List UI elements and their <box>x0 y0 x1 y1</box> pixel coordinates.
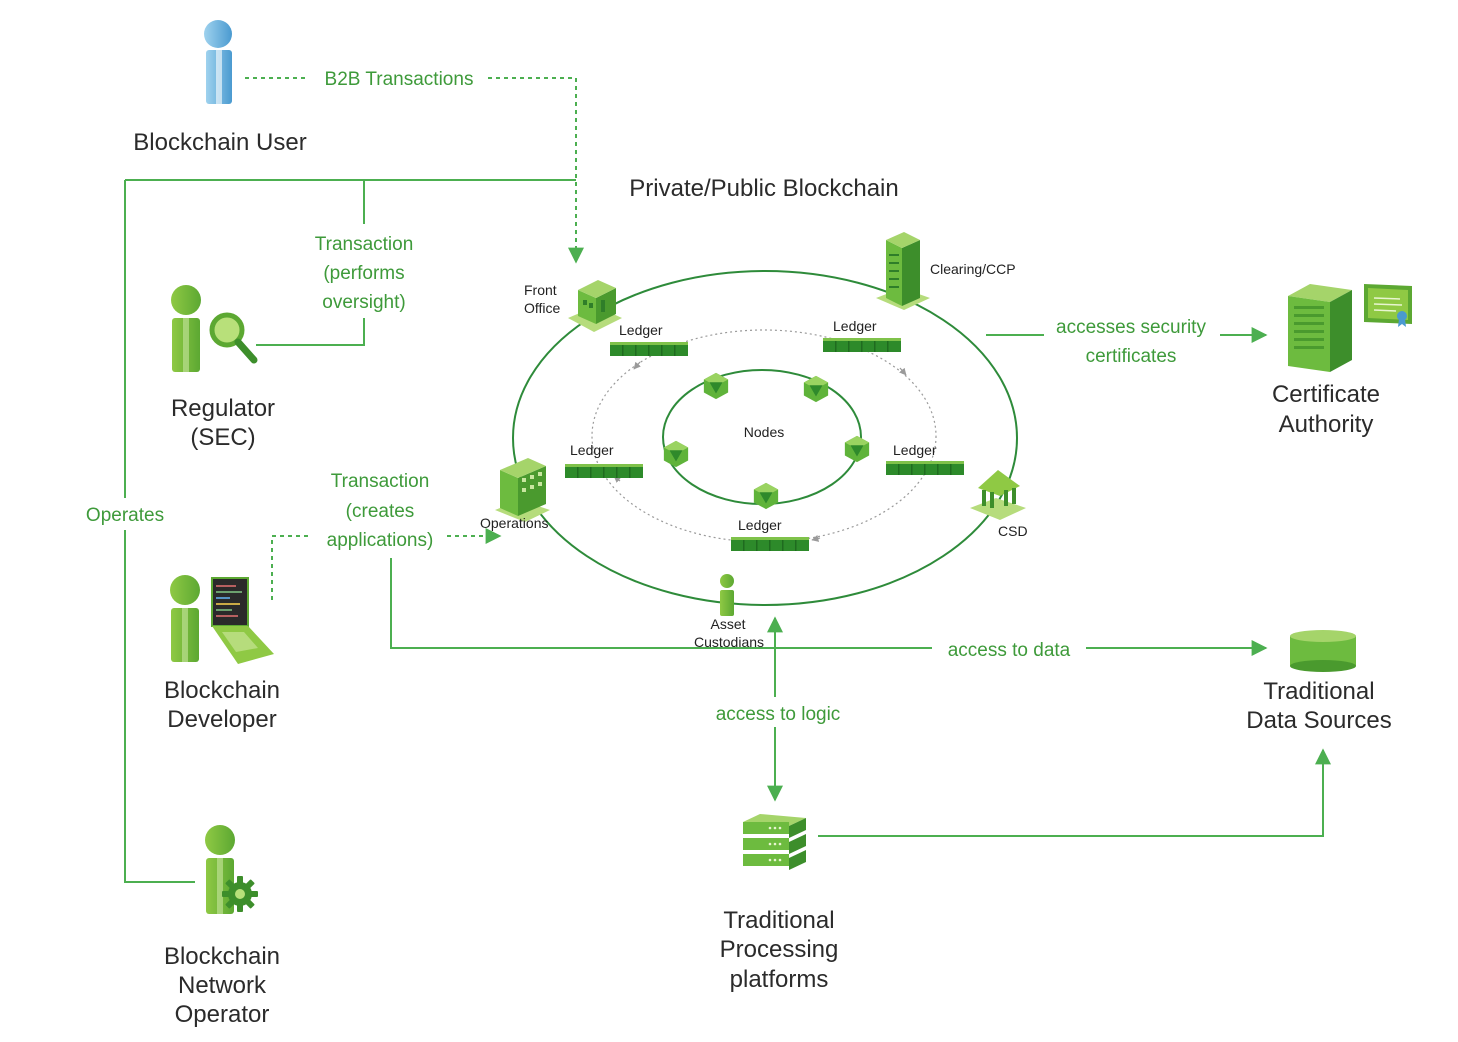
traditional-processing-platforms: Traditional Processing platforms <box>720 814 839 993</box>
certificate-icon <box>1364 284 1412 327</box>
operator-label-line1: Blockchain <box>164 943 280 970</box>
ledger-block-icon <box>565 464 643 478</box>
operator-label-line2: Network <box>178 972 267 999</box>
ledger-block-icon <box>610 342 688 356</box>
building-icon <box>876 232 930 310</box>
asset-custodians: Asset Custodians <box>694 574 764 650</box>
operates-label: Operates <box>86 505 164 526</box>
ledger-top-right: Ledger <box>823 318 901 352</box>
security-label-line2: certificates <box>1086 346 1177 367</box>
ledger-block-icon <box>731 537 809 551</box>
clearing-label: Clearing/CCP <box>930 261 1016 277</box>
regulator-label-line1: Regulator <box>171 395 275 422</box>
ledger-bottom: Ledger <box>731 517 809 551</box>
ledger-ring-arrow-3 <box>811 534 821 542</box>
operations: Operations <box>480 458 550 531</box>
data-sources-label-line2: Data Sources <box>1246 707 1391 734</box>
regulator-label-line2: (SEC) <box>190 424 255 451</box>
blockchain-user-label: Blockchain User <box>133 129 306 156</box>
ledger-label: Ledger <box>570 442 614 458</box>
front-office: Front Office <box>524 280 622 332</box>
csd: CSD <box>970 470 1028 539</box>
server-icon <box>1288 284 1352 372</box>
creates-line-left <box>271 535 312 600</box>
building-icon <box>495 458 550 522</box>
operates-line-bottom <box>124 530 195 883</box>
laptop-icon <box>211 577 274 664</box>
building-icon <box>568 280 622 332</box>
person-icon <box>170 575 200 662</box>
ledgers: Ledger Ledger Ledger Ledger Ledger <box>565 318 964 551</box>
creates-label-line1: Transaction <box>331 471 430 492</box>
front-office-label-line2: Office <box>524 300 561 316</box>
person-icon <box>205 825 235 914</box>
processing-to-data-line <box>818 748 1331 837</box>
ledger-block-icon <box>886 461 964 475</box>
ledger-block-icon <box>823 338 901 352</box>
nodes: Nodes <box>663 372 870 510</box>
server-icon <box>743 814 806 870</box>
bank-icon <box>970 470 1026 520</box>
blockchain-user: Blockchain User <box>133 20 307 156</box>
b2b-transactions-label: B2B Transactions <box>325 69 474 90</box>
blockchain-network-operator: Blockchain Network Operator <box>164 825 280 1028</box>
oversight-label-line3: oversight) <box>322 292 405 313</box>
node-hexagon-icon <box>703 372 729 400</box>
access-data-label: access to data <box>948 640 1071 661</box>
operator-label-line3: Operator <box>175 1001 270 1028</box>
oversight-label-line2: (performs <box>323 263 404 284</box>
certificate-authority-label-line2: Authority <box>1279 411 1374 438</box>
clearing-ccp: Clearing/CCP <box>876 232 1016 310</box>
outer-ring <box>512 270 1018 606</box>
oversight-line-bottom <box>256 318 365 346</box>
ledger-label: Ledger <box>619 322 663 338</box>
person-icon <box>171 285 201 372</box>
ledger-top-left: Ledger <box>610 322 688 356</box>
node-hexagon-icon <box>803 375 829 403</box>
person-icon <box>720 574 734 616</box>
operations-label: Operations <box>480 515 548 531</box>
diagram-title: Private/Public Blockchain <box>629 175 898 202</box>
processing-label-line1: Traditional <box>723 907 834 934</box>
processing-label-line2: Processing <box>720 936 839 963</box>
b2b-line-right <box>488 77 584 264</box>
processing-label-line3: platforms <box>730 966 829 993</box>
data-sources-label-line1: Traditional <box>1263 678 1374 705</box>
oversight-label-line1: Transaction <box>315 234 414 255</box>
regulator: Regulator (SEC) <box>171 285 275 451</box>
certificate-authority: Certificate Authority <box>1272 284 1412 438</box>
developer-label-line1: Blockchain <box>164 677 280 704</box>
access-logic-label: access to logic <box>716 704 841 725</box>
creates-label-line2: (creates <box>346 501 415 522</box>
ledger-label: Ledger <box>738 517 782 533</box>
traditional-data-sources: Traditional Data Sources <box>1246 630 1392 734</box>
creates-label-line3: applications) <box>327 530 434 551</box>
custodians-label-line1: Asset <box>710 616 745 632</box>
connectors <box>124 77 1331 883</box>
ledger-ring-arrow-1 <box>633 361 641 370</box>
certificate-authority-label-line1: Certificate <box>1272 381 1380 408</box>
ledger-label: Ledger <box>833 318 877 334</box>
ledger-ring-arrow-4 <box>899 367 907 376</box>
magnifier-icon <box>209 312 258 364</box>
person-icon <box>204 20 232 104</box>
blockchain-developer: Blockchain Developer <box>164 575 280 733</box>
front-office-label-line1: Front <box>524 282 557 298</box>
ledger-right: Ledger <box>886 442 964 475</box>
ledger-label: Ledger <box>893 442 937 458</box>
csd-label: CSD <box>998 523 1028 539</box>
ledger-left: Ledger <box>565 442 643 478</box>
security-label-line1: accesses security <box>1056 317 1206 338</box>
database-icon <box>1290 630 1356 672</box>
node-hexagon-icon <box>753 482 779 510</box>
custodians-label-line2: Custodians <box>694 634 764 650</box>
nodes-label: Nodes <box>744 424 784 440</box>
developer-label-line2: Developer <box>167 706 276 733</box>
node-hexagon-icon <box>844 435 870 463</box>
access-data-line-left <box>390 558 932 649</box>
node-hexagon-icon <box>663 440 689 468</box>
gear-icon <box>222 876 258 912</box>
